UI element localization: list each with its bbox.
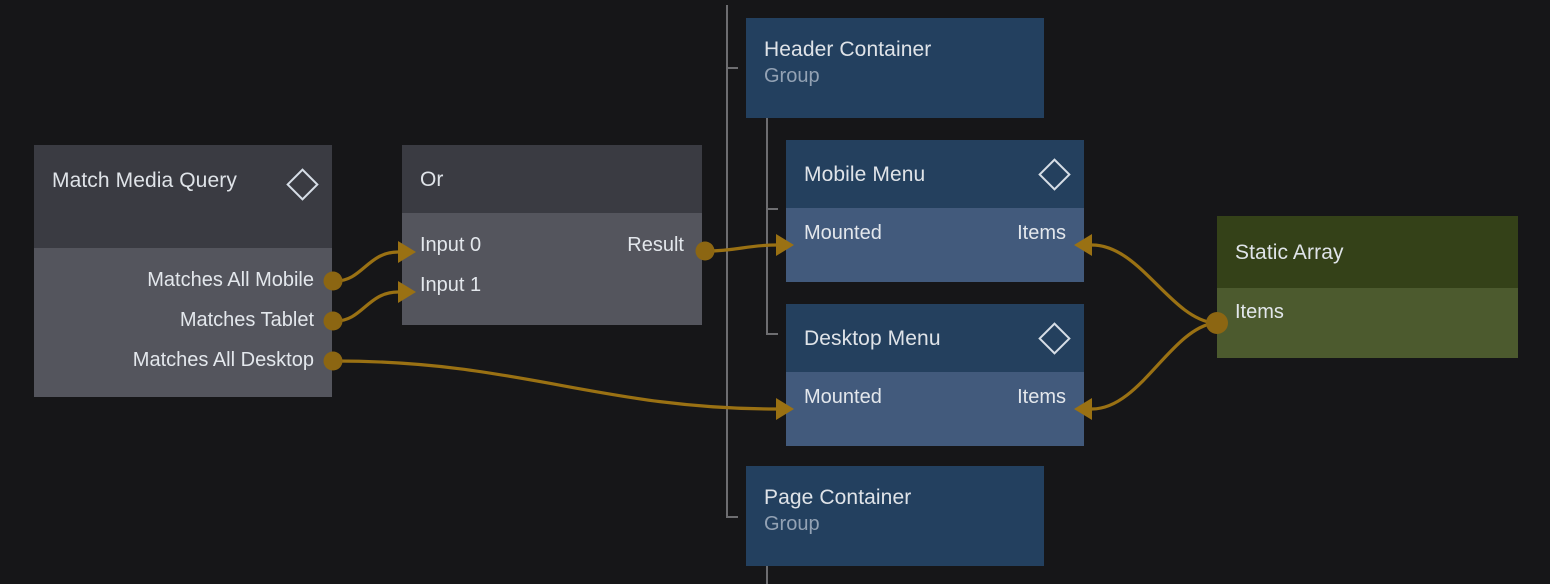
input-port-label-items: Items	[1017, 221, 1066, 244]
input-port-label: Input 0	[420, 233, 482, 256]
tree-branch-header-container	[726, 67, 738, 69]
node-header-mobile-menu[interactable]: Mobile Menu	[786, 140, 1084, 208]
node-header-or[interactable]: Or	[402, 145, 702, 213]
port-row-input0-result[interactable]: Input 0 Result	[420, 225, 684, 265]
node-title-desktop-menu: Desktop Menu	[804, 326, 941, 350]
tree-branch-page-container	[726, 516, 738, 518]
output-port-label: Matches All Mobile	[147, 268, 314, 291]
input-port-label: Input 1	[420, 273, 482, 296]
output-port-label: Matches Tablet	[179, 308, 314, 331]
diamond-icon	[1038, 321, 1071, 355]
node-title-header-container: Header Container	[764, 38, 932, 61]
input-port-label-items: Items	[1017, 385, 1066, 408]
output-port-row-matches-tablet[interactable]: Matches Tablet	[52, 300, 314, 340]
node-body-static-array: Items	[1217, 288, 1518, 358]
wire-tablet-to-input1	[335, 290, 399, 323]
port-row-input1[interactable]: Input 1	[420, 265, 684, 305]
output-port-row-matches-all-desktop[interactable]: Matches All Desktop	[52, 340, 314, 380]
port-row-mounted-items[interactable]: Mounted Items	[804, 213, 1066, 253]
tree-branch-desktop-menu	[766, 333, 778, 335]
input-port-label-mounted: Mounted	[804, 385, 882, 408]
node-page-container[interactable]: Page Container Group	[746, 466, 1044, 566]
wire-array-to-desktop-items	[1091, 321, 1215, 411]
node-or[interactable]: Or Input 0 Result Input 1	[402, 145, 702, 325]
node-header-container[interactable]: Header Container Group	[746, 18, 1044, 118]
node-mobile-menu[interactable]: Mobile Menu Mounted Items	[786, 140, 1084, 282]
tree-line-bottom-stub	[766, 566, 768, 584]
output-port-label: Matches All Desktop	[132, 348, 314, 371]
node-title-page-container: Page Container	[764, 486, 912, 509]
node-desktop-menu[interactable]: Desktop Menu Mounted Items	[786, 304, 1084, 446]
diamond-icon	[1038, 157, 1071, 191]
wire-mobile-to-input0	[335, 250, 399, 283]
node-title-static-array: Static Array	[1235, 240, 1344, 264]
node-title-match-media-query: Match Media Query	[52, 169, 237, 192]
node-header-desktop-menu[interactable]: Desktop Menu	[786, 304, 1084, 372]
node-header-match-media-query[interactable]: Match Media Query	[34, 145, 332, 248]
node-title-mobile-menu: Mobile Menu	[804, 162, 926, 186]
node-body-match-media-query: Matches All Mobile Matches Tablet Matche…	[34, 248, 332, 397]
node-header-static-array[interactable]: Static Array	[1217, 216, 1518, 288]
node-match-media-query[interactable]: Match Media Query Matches All Mobile Mat…	[34, 145, 332, 397]
node-static-array[interactable]: Static Array Items	[1217, 216, 1518, 358]
wire-array-to-mobile-items	[1091, 243, 1215, 325]
port-row-mounted-items[interactable]: Mounted Items	[804, 377, 1066, 417]
wire-desktop-to-desktop-mounted	[335, 359, 777, 411]
diamond-icon	[286, 168, 319, 201]
node-title-or: Or	[420, 167, 444, 191]
node-subtitle-page-container: Group	[764, 513, 820, 535]
node-body-or: Input 0 Result Input 1	[402, 213, 702, 325]
output-port-label-items: Items	[1235, 300, 1284, 323]
tree-line-outer-vertical	[726, 5, 728, 518]
port-row-items[interactable]: Items	[1235, 292, 1500, 332]
node-body-desktop-menu: Mounted Items	[786, 372, 1084, 446]
tree-branch-mobile-menu	[766, 208, 778, 210]
output-port-label: Result	[627, 233, 684, 256]
tree-line-inner-vertical	[766, 118, 768, 334]
input-port-label-mounted: Mounted	[804, 221, 882, 244]
node-body-mobile-menu: Mounted Items	[786, 208, 1084, 282]
node-subtitle-header-container: Group	[764, 65, 820, 87]
output-port-row-matches-all-mobile[interactable]: Matches All Mobile	[52, 260, 314, 300]
